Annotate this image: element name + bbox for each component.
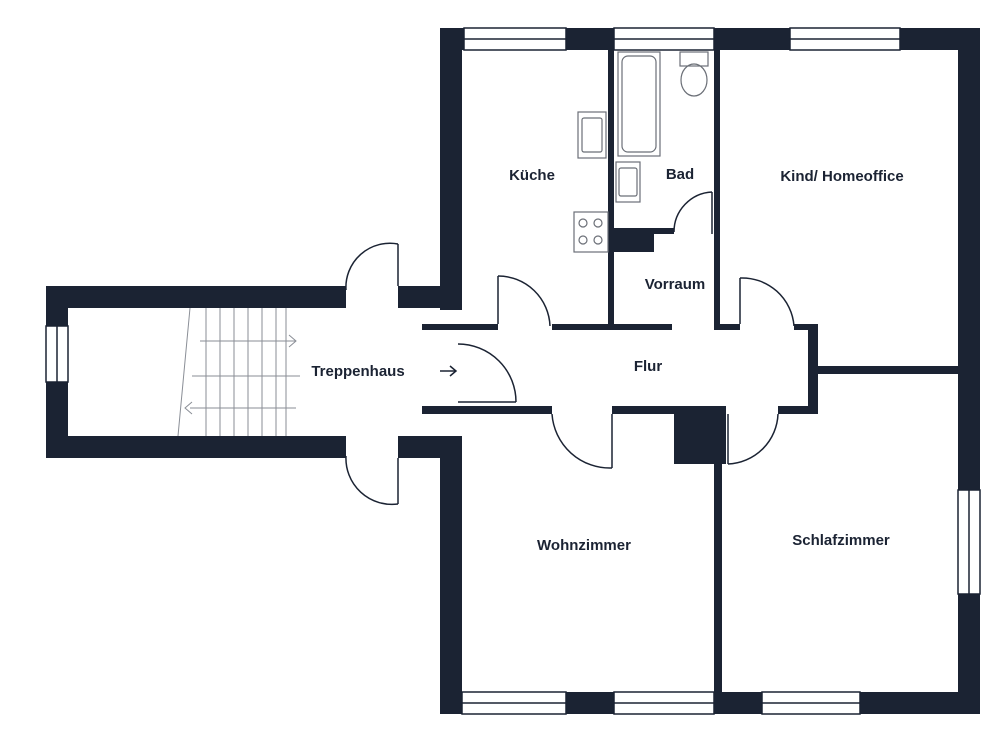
room-label-schlafzimmer: Schlafzimmer (792, 532, 890, 549)
sink-icon (615, 161, 641, 203)
arrow-left-icon (184, 401, 193, 415)
room-label-kueche: Küche (509, 167, 555, 184)
room-label-wohnzimmer: Wohnzimmer (537, 537, 631, 554)
room-label-treppenhaus: Treppenhaus (311, 363, 404, 380)
sink-icon (577, 111, 607, 159)
bathtub-icon (617, 51, 661, 157)
doors (345, 191, 795, 506)
room-label-kind-homeoffice: Kind/ Homeoffice (780, 168, 903, 185)
arrow-right-icon (440, 365, 458, 377)
windows (45, 27, 981, 715)
interior-walls (422, 50, 958, 714)
staircase (177, 307, 300, 437)
outer-walls (46, 28, 980, 714)
toilet-icon (679, 51, 709, 97)
room-label-flur: Flur (634, 358, 662, 375)
room-label-bad: Bad (666, 166, 694, 183)
stove-icon (573, 211, 609, 253)
arrow-right-icon (288, 334, 297, 348)
room-label-vorraum: Vorraum (645, 276, 706, 293)
